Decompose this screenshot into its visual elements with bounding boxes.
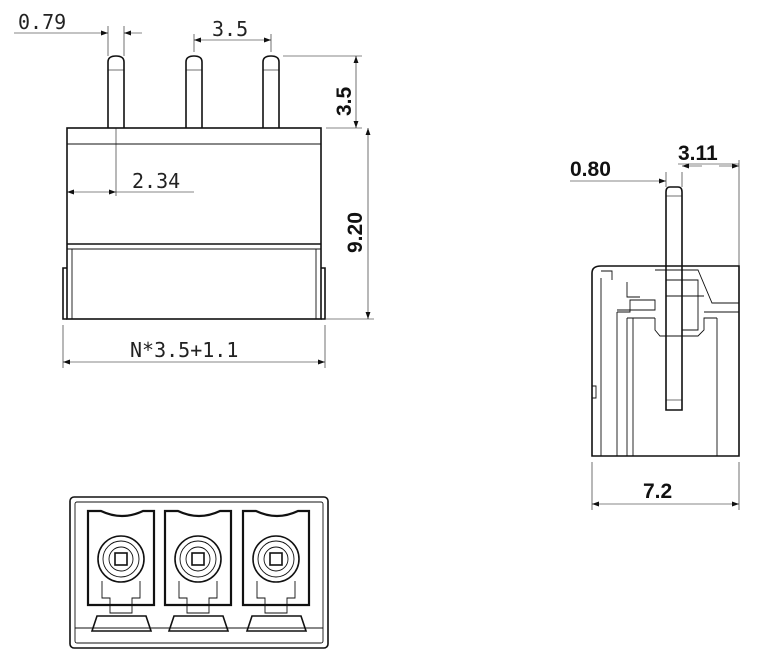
dim-total-length: N*3.5+1.1 bbox=[62, 325, 326, 368]
dim-pin-offset: 2.34 bbox=[67, 128, 194, 196]
dim-label-pin-pitch: 3.5 bbox=[212, 17, 248, 41]
top-slot-1 bbox=[86, 509, 156, 632]
dim-label-body-height: 9.20 bbox=[344, 212, 367, 253]
dim-label-pin-offset: 2.34 bbox=[132, 169, 180, 193]
dim-label-side-depth: 7.2 bbox=[643, 480, 672, 503]
top-slot-3 bbox=[241, 509, 311, 632]
dim-side-depth: 7.2 bbox=[591, 462, 740, 510]
dim-label-side-pin-position: 3.11 bbox=[678, 142, 718, 165]
dim-label-side-pin-thickness: 0.80 bbox=[570, 158, 611, 181]
dim-pin-pitch: 3.5 bbox=[193, 17, 272, 52]
side-housing bbox=[591, 265, 740, 457]
dim-side-pin-position: 3.11 bbox=[678, 142, 740, 266]
front-body bbox=[62, 127, 326, 320]
dim-pin-height: 3.5 bbox=[283, 55, 362, 129]
dim-body-height: 9.20 bbox=[326, 128, 374, 320]
dim-label-pin-height: 3.5 bbox=[333, 86, 356, 116]
top-slot-2 bbox=[163, 509, 233, 632]
front-pins bbox=[107, 55, 280, 128]
dim-side-pin-thickness: 0.80 bbox=[570, 158, 683, 187]
front-view: 0.79 3.5 3.5 9.20 2.34 bbox=[14, 10, 374, 368]
top-view bbox=[69, 496, 329, 649]
dim-label-pin-width: 0.79 bbox=[18, 10, 66, 34]
side-view: 0.80 3.11 7.2 bbox=[570, 142, 740, 510]
dim-label-total-length: N*3.5+1.1 bbox=[130, 338, 238, 362]
side-pin bbox=[665, 186, 704, 411]
dim-pin-width: 0.79 bbox=[14, 10, 142, 56]
